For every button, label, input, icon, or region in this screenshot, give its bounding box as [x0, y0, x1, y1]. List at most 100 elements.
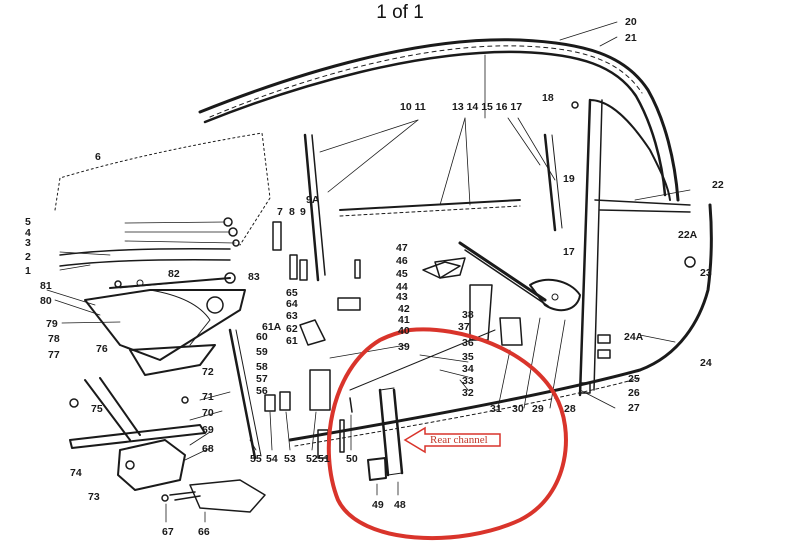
part-label: 19	[563, 173, 575, 185]
part-label: 58	[256, 361, 268, 373]
part-label: 69	[202, 424, 214, 436]
part-label: 18	[542, 92, 554, 104]
part-label: 41	[398, 314, 410, 326]
part-label: 1	[25, 265, 31, 277]
part-number-labels: 20 21 18 10 11 13 14 15 16 17 6 19 22 9A…	[25, 16, 724, 538]
part-label: 67	[162, 526, 174, 538]
roof-rail-strip-outer	[198, 38, 680, 202]
quarter-bracket	[594, 199, 691, 213]
part-label: 60	[256, 331, 268, 343]
part-label: 23	[700, 267, 712, 279]
part-label: 4	[25, 227, 31, 239]
part-label: 50	[346, 453, 358, 465]
part-label: 56	[256, 385, 268, 397]
part-label: 61	[286, 335, 298, 347]
part-label: 26	[628, 387, 640, 399]
quarter-top	[589, 99, 671, 201]
belt-strip	[339, 199, 521, 211]
part-label: 65	[286, 287, 298, 299]
ventilator-assembly	[84, 272, 246, 376]
part-label: 75	[91, 403, 103, 415]
lower-regulator-parts	[69, 328, 266, 513]
part-label: 81	[40, 280, 52, 292]
part-label: 22	[712, 179, 724, 191]
part-label: 51	[318, 453, 330, 465]
part-label: 74	[70, 467, 82, 479]
leader-lines	[46, 21, 691, 461]
part-label: 55	[250, 453, 262, 465]
part-label: 28	[564, 403, 576, 415]
part-label: 40	[398, 325, 410, 337]
part-label: 70	[202, 407, 214, 419]
part-label: 72	[202, 366, 214, 378]
part-label: 9A	[306, 194, 320, 206]
window-regulator	[349, 241, 581, 391]
part-label: 34	[462, 363, 474, 375]
part-label: 42	[398, 303, 410, 315]
part-label: 33	[462, 375, 474, 387]
part-label: 82	[168, 268, 180, 280]
part-label: 59	[256, 346, 268, 358]
bottom-leaders	[165, 411, 399, 523]
part-label: 13 14 15 16 17	[452, 101, 522, 113]
part-label: 77	[48, 349, 60, 361]
part-label: 38	[462, 309, 474, 321]
part-label: 61A	[262, 321, 282, 333]
part-label: 44	[396, 281, 408, 293]
glass-run-channel	[543, 133, 557, 232]
rear-channel-label: Rear channel	[430, 434, 488, 446]
part-label: 24	[700, 357, 712, 369]
part-label: 39	[398, 341, 410, 353]
part-label: 71	[202, 391, 214, 403]
vent-channel-inner	[311, 134, 326, 276]
part-label: 2	[25, 251, 31, 263]
roof-rail-strip-inner	[203, 50, 667, 197]
part-label: 27	[628, 402, 640, 414]
part-label: 22A	[678, 229, 698, 241]
part-label: 76	[96, 343, 108, 355]
part-label: 49	[372, 499, 384, 511]
glass-run-channel-inner	[551, 134, 563, 229]
part-label: 48	[394, 499, 406, 511]
part-label: 66	[198, 526, 210, 538]
part-label: 45	[396, 268, 408, 280]
part-label: 20	[625, 16, 637, 28]
part-label: 68	[202, 443, 214, 455]
page-header: 1 of 1	[0, 0, 800, 30]
part-label: 9	[300, 206, 306, 218]
small-hardware	[59, 101, 696, 502]
part-label: 3	[25, 237, 31, 249]
part-label: 6	[95, 151, 101, 163]
part-label: 80	[40, 295, 52, 307]
vent-channel	[303, 133, 320, 282]
part-label: 47	[396, 242, 408, 254]
part-label: 83	[248, 271, 260, 283]
part-label: 52	[306, 453, 318, 465]
roof-rail-dashes	[209, 45, 643, 118]
quarter-frame-inner	[593, 99, 603, 391]
part-label: 79	[46, 318, 58, 330]
part-label: 36	[462, 337, 474, 349]
part-label: 29	[532, 403, 544, 415]
part-label: 63	[286, 310, 298, 322]
part-label: 7	[277, 206, 283, 218]
door-glass-outline	[54, 132, 271, 246]
part-label: 5	[25, 216, 31, 228]
belt-strip-lower	[339, 205, 521, 217]
part-label: 62	[286, 323, 298, 335]
part-label: 54	[266, 453, 278, 465]
quarter-frame	[578, 98, 592, 397]
part-label: 17	[563, 246, 575, 258]
part-label: 24A	[624, 331, 644, 343]
part-label: 31	[490, 403, 502, 415]
part-label: 73	[88, 491, 100, 503]
part-label: 53	[284, 453, 296, 465]
part-label: 8	[289, 206, 295, 218]
part-label: 78	[48, 333, 60, 345]
part-label: 25	[628, 373, 640, 385]
page-counter: 1 of 1	[376, 2, 424, 23]
part-label: 43	[396, 291, 408, 303]
part-label: 37	[458, 321, 470, 333]
door-lower-molding	[288, 203, 713, 442]
